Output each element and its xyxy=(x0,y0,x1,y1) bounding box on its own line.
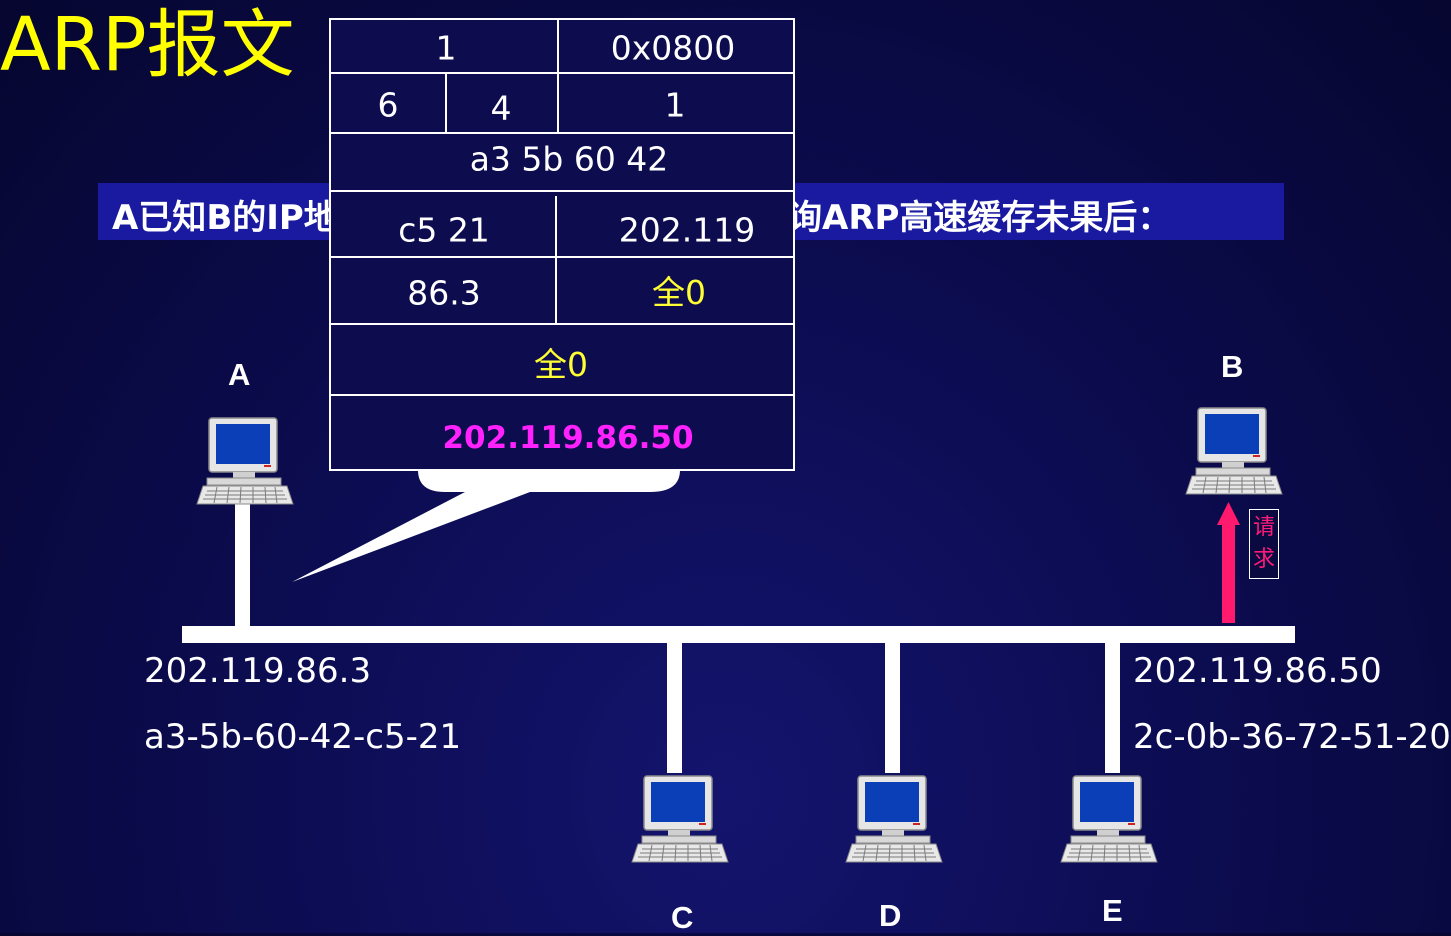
arp-packet-table: 1 0x0800 6 4 1 a3 5b 60 42 c5 21 202.119… xyxy=(329,18,795,471)
sender-ip-part2-field: 86.3 xyxy=(407,273,481,313)
computer-b-icon xyxy=(1185,407,1283,495)
banner-text-right: 询ARP高速缓存未果后： xyxy=(788,198,1172,238)
sender-mac-part2-field: c5 21 xyxy=(398,210,490,250)
request-label-line1: 请 xyxy=(1253,514,1276,539)
computer-d-icon xyxy=(845,775,943,863)
protocol-type-field: 0x0800 xyxy=(610,28,736,68)
proto-addr-len-field: 4 xyxy=(490,88,512,128)
host-a-mac: a3-5b-60-42-c5-21 xyxy=(144,717,462,757)
drop-d xyxy=(885,643,900,773)
drop-c xyxy=(667,643,682,773)
request-label-line2: 求 xyxy=(1253,546,1276,571)
sender-mac-part1-field: a3 5b 60 42 xyxy=(469,139,669,179)
host-b-ip: 202.119.86.50 xyxy=(1133,651,1382,691)
target-ip-field: 202.119.86.50 xyxy=(442,420,694,456)
host-a-label: A xyxy=(228,357,251,392)
host-e-label: E xyxy=(1102,893,1123,928)
page-title: ARP报文 xyxy=(0,2,295,88)
network-bus xyxy=(182,626,1295,643)
drop-e xyxy=(1105,643,1120,773)
callout-bubble xyxy=(292,450,680,582)
host-d-label: D xyxy=(879,898,902,933)
request-arrow-icon xyxy=(1217,502,1240,623)
operation-field: 1 xyxy=(664,85,686,125)
computer-e-icon xyxy=(1060,775,1158,863)
computer-a-icon xyxy=(196,417,294,505)
host-b-label: B xyxy=(1221,349,1244,384)
host-a-ip: 202.119.86.3 xyxy=(144,651,372,691)
drop-a xyxy=(235,500,250,628)
host-c-label: C xyxy=(671,900,694,935)
host-b-mac: 2c-0b-36-72-51-20 xyxy=(1133,717,1451,757)
hardware-type-field: 1 xyxy=(435,28,457,68)
request-label: 请 求 xyxy=(1249,509,1279,579)
target-mac-part1-field: 全0 xyxy=(652,273,706,312)
hw-addr-len-field: 6 xyxy=(377,85,399,125)
target-mac-part2-field: 全0 xyxy=(534,345,588,384)
banner-text-left: A已知B的IP地 xyxy=(112,198,338,238)
sender-ip-part1-field: 202.119 xyxy=(618,210,756,250)
computer-c-icon xyxy=(631,775,729,863)
